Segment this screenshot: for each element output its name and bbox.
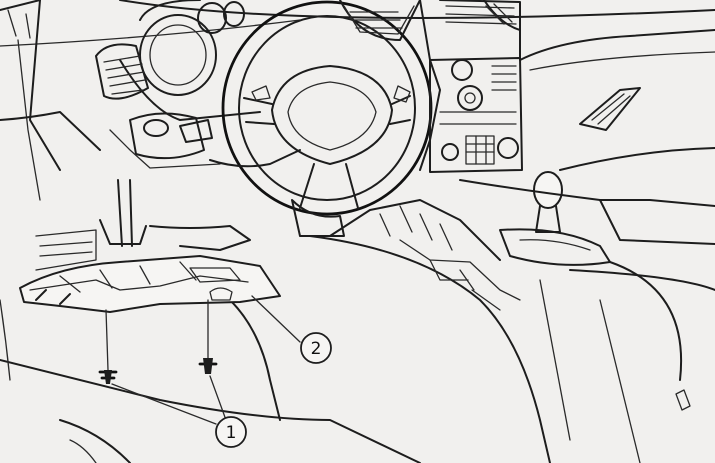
floor-area bbox=[0, 299, 421, 463]
callout-1-label: 1 bbox=[226, 423, 237, 443]
leader-line-1a bbox=[111, 383, 217, 425]
steering-wheel bbox=[221, 0, 433, 237]
column-switch-area bbox=[109, 112, 301, 169]
callout-1: 1 bbox=[215, 416, 247, 448]
left-air-vent bbox=[95, 43, 149, 100]
instrument-cluster bbox=[119, 0, 261, 121]
callout-2: 2 bbox=[300, 332, 332, 364]
dashboard-top bbox=[0, 0, 715, 201]
leader-line-1b bbox=[209, 375, 227, 421]
centre-stack bbox=[339, 0, 523, 173]
leader-line-2 bbox=[251, 295, 301, 343]
tunnel-side-panel bbox=[309, 199, 691, 463]
callout-2-label: 2 bbox=[311, 339, 322, 359]
lower-trim-panel bbox=[19, 179, 281, 313]
fastener-right bbox=[198, 299, 218, 374]
fastener-left bbox=[98, 309, 118, 384]
passenger-dash bbox=[519, 29, 715, 171]
gear-lever bbox=[459, 171, 715, 463]
